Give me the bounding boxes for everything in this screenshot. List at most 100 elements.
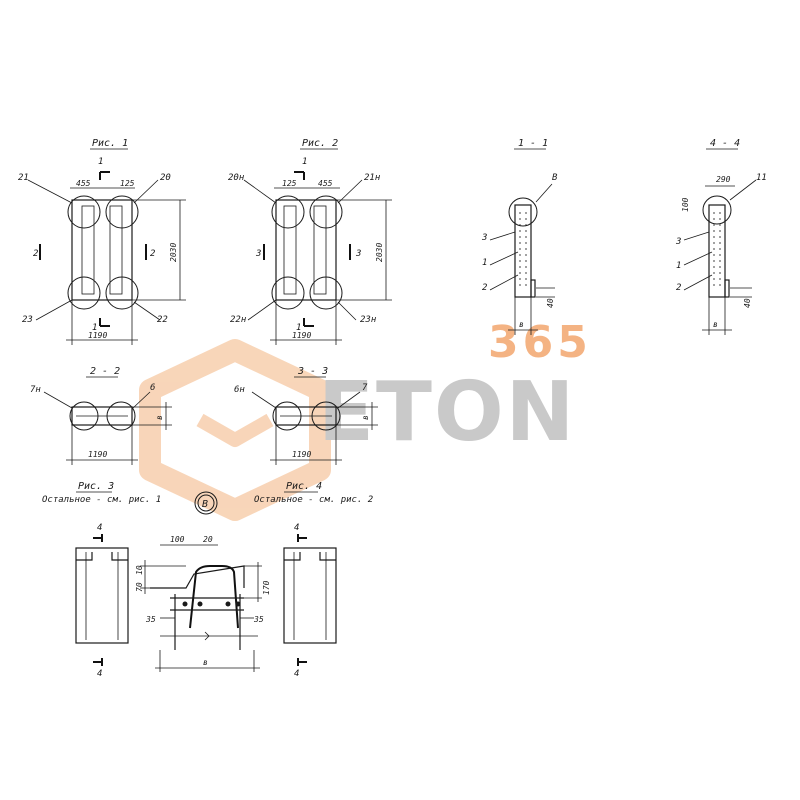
dim-125: 125 — [120, 179, 135, 188]
callout-23: 23 — [22, 315, 33, 325]
callout-B: В — [552, 173, 558, 183]
figure-2-title: Рис. 2 — [302, 138, 338, 149]
panel-outline — [275, 199, 337, 301]
watermark-logo-icon — [139, 339, 331, 521]
figure-3-note: Остальное - см. рис. 1 — [42, 495, 161, 505]
detail-circle — [271, 195, 305, 229]
section-2-2: 2 - 2 7н 6 в 1190 — [30, 366, 172, 465]
detail-circle — [508, 197, 538, 227]
callout-6: 6 — [150, 383, 155, 393]
dim-2030: 2030 — [169, 243, 178, 262]
panel-outline — [71, 199, 133, 301]
section-mark: 1 — [302, 157, 307, 167]
dim-v: в — [713, 320, 718, 329]
section-outline — [708, 204, 726, 298]
section-1-1: 1 - 1 В 3 1 2 40 в — [481, 138, 558, 335]
dim-35-right: 35 — [253, 615, 264, 624]
callout-23n: 23н — [360, 315, 377, 325]
detail-circle — [106, 401, 136, 431]
figure-1: Рис. 1 21 20 23 22 455 125 2030 1190 1 — [18, 138, 186, 345]
figure-4-note: Остальное - см. рис. 2 — [254, 495, 373, 505]
dim-20: 20 — [203, 535, 213, 544]
section-outline — [71, 406, 133, 426]
figure-3: Рис. 3 Остальное - см. рис. 1 4 4 — [42, 481, 161, 679]
callout-21: 21 — [18, 173, 29, 183]
callout-20: 20 — [160, 173, 171, 183]
cut-mark: 3 — [255, 249, 261, 259]
dim-35-left: 35 — [145, 615, 156, 624]
cut-mark: 4 — [97, 523, 102, 533]
section-mark: 1 — [296, 323, 301, 333]
dim-40: 40 — [546, 298, 555, 308]
cut-mark: 4 — [294, 523, 299, 533]
detail-circle — [271, 276, 305, 310]
callout-2: 2 — [676, 283, 681, 293]
callout-1: 1 — [482, 258, 487, 268]
dim-125: 125 — [282, 179, 297, 188]
dim-v: в — [361, 415, 370, 420]
cut-mark: 4 — [294, 669, 299, 679]
detail-b: В 100 20 10 70 170 35 35 в — [135, 491, 271, 672]
detail-circle — [702, 195, 732, 225]
cut-mark: 4 — [97, 669, 102, 679]
dim-100: 100 — [170, 535, 185, 544]
section-4-4: 4 - 4 11 290 100 3 1 2 40 в — [675, 138, 767, 335]
detail-b-title: В — [202, 499, 208, 510]
cut-mark: 3 — [355, 249, 361, 259]
callout-6n: 6н — [234, 385, 245, 395]
watermark-number: 365 — [488, 317, 592, 368]
detail-circle — [309, 276, 343, 310]
detail-circle — [67, 195, 101, 229]
dim-455: 455 — [318, 179, 333, 188]
dim-10: 10 — [135, 565, 144, 575]
callout-3: 3 — [675, 237, 681, 247]
watermark: 365 ETON — [139, 317, 592, 521]
detail-circle — [69, 401, 99, 431]
dim-1190: 1190 — [88, 331, 107, 340]
figure-4: Рис. 4 Остальное - см. рис. 2 4 4 — [254, 481, 373, 679]
callout-7: 7 — [362, 383, 368, 393]
dim-455: 455 — [76, 179, 91, 188]
callout-1: 1 — [676, 261, 681, 271]
section-1-1-title: 1 - 1 — [518, 138, 548, 149]
callout-3: 3 — [481, 233, 487, 243]
watermark-brand: ETON — [318, 365, 576, 460]
section-mark: 1 — [98, 157, 103, 167]
dim-v: в — [155, 415, 164, 420]
section-outline — [514, 204, 532, 298]
panel-outline — [283, 547, 337, 644]
callout-21n: 21н — [364, 173, 381, 183]
dim-70: 70 — [135, 582, 144, 592]
dim-v: в — [519, 320, 524, 329]
figure-2: Рис. 2 20н 21н 22н 23н 125 455 2030 1190… — [228, 138, 392, 345]
figure-1-title: Рис. 1 — [92, 138, 128, 149]
dim-40: 40 — [743, 298, 752, 308]
dim-v: в — [203, 658, 208, 667]
dim-1190: 1190 — [292, 450, 311, 459]
detail-circle — [311, 401, 341, 431]
dim-100: 100 — [681, 197, 690, 212]
figure-3-title: Рис. 3 — [78, 481, 114, 492]
section-2-2-title: 2 - 2 — [90, 366, 120, 377]
profile-outline — [150, 565, 245, 589]
callout-11: 11 — [756, 173, 767, 183]
detail-b-marker — [194, 491, 218, 515]
section-outline — [275, 406, 337, 426]
detail-circle — [67, 276, 101, 310]
dim-170: 170 — [262, 580, 271, 595]
dim-2030: 2030 — [375, 243, 384, 262]
callout-2: 2 — [482, 283, 487, 293]
section-3-3-title: 3 - 3 — [297, 366, 328, 377]
dim-1190: 1190 — [88, 450, 107, 459]
detail-circle — [105, 195, 139, 229]
detail-circle — [105, 276, 139, 310]
panel-outline — [75, 547, 129, 644]
figure-4-title: Рис. 4 — [286, 481, 322, 492]
section-3-3: 3 - 3 6н 7 в 1190 — [234, 366, 378, 465]
callout-20n: 20н — [228, 173, 245, 183]
section-mark: 1 — [92, 323, 97, 333]
section-4-4-title: 4 - 4 — [710, 138, 740, 149]
callout-22: 22 — [157, 315, 168, 325]
dim-290: 290 — [716, 175, 731, 184]
